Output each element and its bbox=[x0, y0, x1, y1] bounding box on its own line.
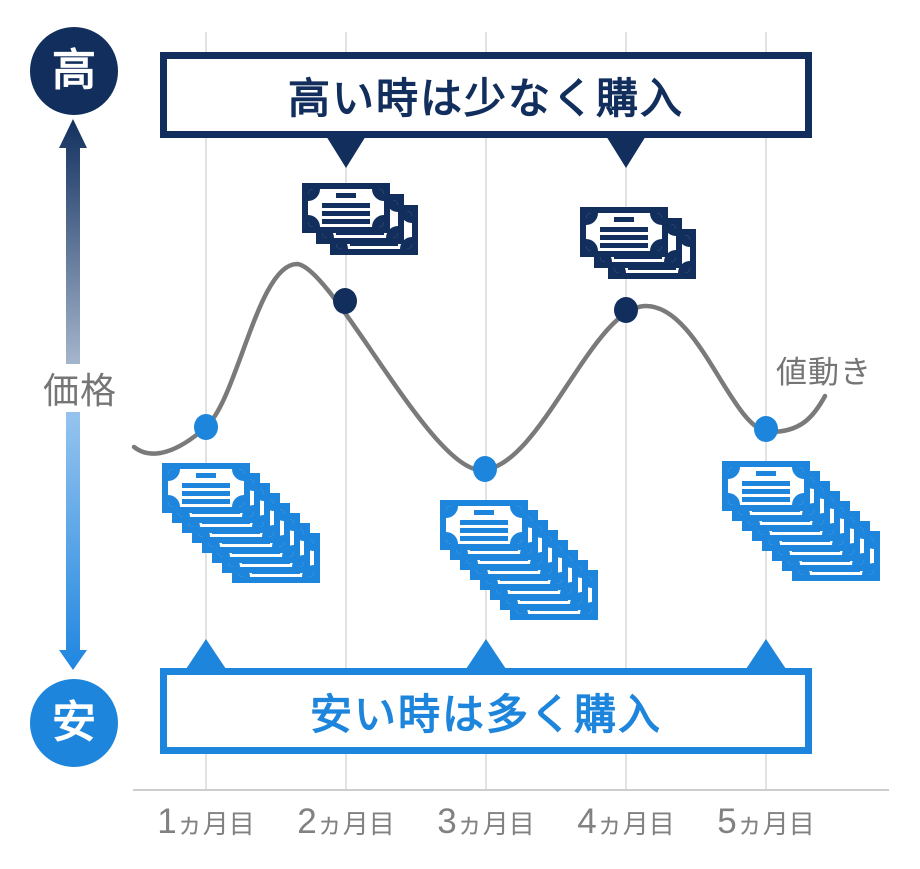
price-curve bbox=[131, 261, 828, 473]
banner-pointer-down-month-4 bbox=[603, 131, 649, 168]
banknote-stack-month-5 bbox=[716, 455, 886, 587]
banknote-icon bbox=[434, 494, 534, 556]
banner-pointer-down-month-2 bbox=[323, 131, 369, 168]
high-price-circle: 高 bbox=[30, 27, 118, 115]
month-label-3-suffix: ヵ月目 bbox=[456, 809, 535, 839]
month-label-2: 2ヵ月目 bbox=[266, 802, 426, 842]
month-label-2-number: 2 bbox=[297, 802, 317, 841]
banner-pointer-up-month-1 bbox=[182, 639, 230, 675]
month-label-1-suffix: ヵ月目 bbox=[176, 809, 255, 839]
banknote-icon bbox=[574, 201, 674, 263]
month-label-1: 1ヵ月目 bbox=[126, 802, 286, 842]
banknote-stack-month-4 bbox=[574, 201, 702, 285]
month-label-4-suffix: ヵ月目 bbox=[596, 809, 675, 839]
low-price-banner: 安い時は多く購入 bbox=[160, 668, 812, 754]
banner-pointer-up-month-3 bbox=[462, 639, 510, 675]
banner-pointer-up-month-5 bbox=[742, 639, 790, 675]
low-price-banner-label: 安い時は多く購入 bbox=[309, 690, 662, 738]
low-price-circle-label: 安 bbox=[52, 698, 96, 747]
purchase-dot-month-2 bbox=[333, 288, 357, 314]
month-label-2-suffix: ヵ月目 bbox=[316, 809, 395, 839]
purchase-dot-month-5 bbox=[754, 416, 778, 442]
high-price-banner-label: 高い時は少なく購入 bbox=[287, 74, 684, 122]
month-label-4: 4ヵ月目 bbox=[546, 802, 706, 842]
banknote-stack-month-1 bbox=[156, 457, 326, 589]
purchase-dot-month-4 bbox=[614, 297, 638, 323]
month-label-4-number: 4 bbox=[577, 802, 597, 841]
month-label-5-suffix: ヵ月目 bbox=[736, 809, 815, 839]
month-label-5: 5ヵ月目 bbox=[686, 802, 846, 842]
month-label-3: 3ヵ月目 bbox=[406, 802, 566, 842]
purchase-dot-month-3 bbox=[473, 456, 497, 482]
month-label-5-number: 5 bbox=[717, 802, 737, 841]
banknote-icon bbox=[716, 455, 816, 517]
high-price-circle-label: 高 bbox=[52, 46, 96, 95]
banknote-stack-month-2 bbox=[296, 177, 424, 261]
banknote-stack-month-3 bbox=[434, 494, 604, 626]
price-curve-label: 値動き bbox=[776, 355, 872, 390]
purchase-dot-month-1 bbox=[194, 414, 218, 440]
month-label-3-number: 3 bbox=[437, 802, 457, 841]
banknote-icon bbox=[296, 177, 396, 239]
month-label-1-number: 1 bbox=[157, 802, 177, 841]
price-axis-label: 価格 bbox=[36, 364, 124, 412]
high-price-banner: 高い時は少なく購入 bbox=[160, 52, 812, 138]
low-price-circle: 安 bbox=[30, 679, 118, 767]
banknote-icon bbox=[156, 457, 256, 519]
